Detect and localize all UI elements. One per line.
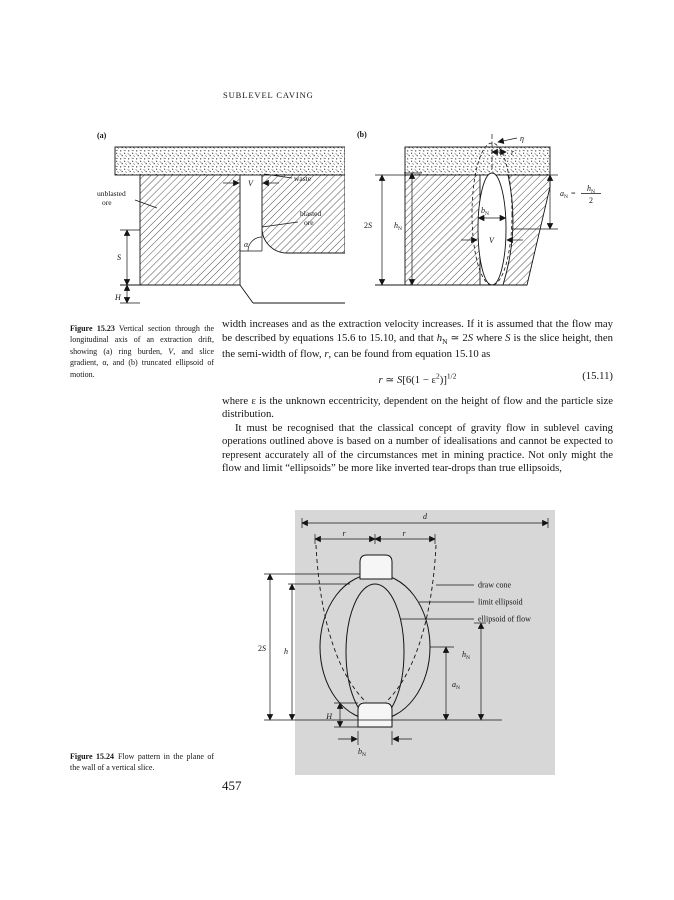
figure-panel-background — [295, 510, 555, 775]
equation-body: r ≃ S[6(1 − ε2)]1/2 — [378, 371, 457, 387]
var-r: r — [324, 348, 329, 361]
label-limit-ellipsoid: limit ellipsoid — [478, 598, 523, 607]
fraction-denominator: 2 — [589, 196, 593, 205]
draw-cone-left — [315, 544, 367, 703]
label-ellipsoid-of-flow: ellipsoid of flow — [478, 615, 531, 624]
dim-label-hN-c: hN — [462, 650, 470, 661]
var-S: S — [467, 331, 474, 344]
label-waste: waste — [294, 174, 312, 183]
panel-a-label: (a) — [97, 131, 107, 140]
ore-region-left — [404, 174, 481, 286]
eq-var-r: r — [378, 374, 383, 387]
draw-cone-right — [385, 544, 437, 703]
body-text-column: width increases and as the extraction ve… — [222, 318, 613, 476]
leader-lines-a — [134, 173, 299, 228]
page-number: 457 — [222, 778, 242, 793]
dim-label-h: h — [284, 647, 288, 656]
alpha-angle-mark — [240, 229, 263, 252]
paragraph-1-text: width increases and as the extraction ve… — [222, 318, 613, 344]
dim-label-r-right: r — [402, 529, 406, 538]
dim-label-2S-c: 2S — [258, 644, 266, 653]
angle-label-alpha: α — [244, 240, 249, 249]
dim-label-V-b: V — [489, 236, 495, 245]
figure-15-23-panel-b: (b) η r 2S hN bN V aN= hN 2 — [350, 125, 620, 320]
dimension-arrows-b — [375, 137, 558, 286]
label-draw-cone: draw cone — [478, 581, 512, 590]
upper-drift — [359, 554, 393, 580]
figure-15-23-caption-text-1: Vertical section through the longitudina… — [70, 324, 214, 356]
paragraph-flow-width: width increases and as the extraction ve… — [222, 318, 613, 362]
eq-bracket-open: [6(1 − ε — [402, 374, 437, 387]
figure-15-24-drawing: d r r draw cone limit ellipsoid ellipsoi… — [258, 510, 555, 775]
dim-label-hN: hN — [394, 221, 402, 232]
running-head: SUBLEVEL CAVING — [223, 90, 314, 100]
panel-b-drawing: (b) η r 2S hN bN V aN= hN 2 — [357, 130, 601, 286]
eq-bracket-close: )] — [439, 374, 447, 387]
equation-15-11: r ≃ S[6(1 − ε2)]1/2 (15.11) — [222, 370, 613, 388]
waste-region-b — [404, 146, 551, 176]
paragraph-idealisations: It must be recognised that the classical… — [222, 421, 613, 475]
paragraph-eccentricity: where ε is the unknown eccentricity, dep… — [222, 394, 613, 421]
eq-var-S: S — [397, 374, 403, 387]
extraction-drift — [357, 702, 393, 728]
var-S: S — [505, 331, 511, 344]
label-blasted: blasted — [300, 209, 321, 218]
eq-relation: ≃ — [382, 374, 397, 387]
dim-label-bN: bN — [481, 206, 489, 217]
figure-15-23-caption-text-2: , and slice gradient, α, and (b) truncat… — [70, 346, 214, 379]
label-blasted-ore: ore — [304, 218, 314, 227]
side-dimensions — [264, 573, 502, 745]
dim-label-aN: aN= — [560, 189, 576, 200]
dim-label-H: H — [114, 293, 122, 302]
dim-label-S: S — [117, 253, 121, 262]
fraction-numerator-hN: hN — [587, 184, 595, 195]
dim-label-r-left: r — [342, 529, 346, 538]
leader-lines-c — [401, 584, 474, 620]
figure-15-24-caption-label: Figure 15.24 — [70, 752, 114, 761]
dimension-arrows-a — [123, 179, 279, 304]
paragraph-1-text: where — [473, 331, 506, 344]
figure-15-24: d r r draw cone limit ellipsoid ellipsoi… — [240, 505, 560, 785]
waste-region — [114, 146, 346, 176]
figure-15-23-caption-label: Figure 15.23 — [70, 324, 115, 333]
panel-b-label: (b) — [357, 130, 367, 139]
eq-exponent-half: 1/2 — [446, 371, 457, 381]
figure-15-23-caption-V: V — [168, 346, 174, 356]
figure-15-24-caption-text: Flow pattern in the plane of the wall of… — [70, 752, 215, 773]
dim-label-d: d — [423, 512, 428, 521]
ore-region-right — [502, 174, 551, 286]
dim-label-2S: 2S — [364, 221, 372, 230]
label-unblasted: unblasted — [97, 189, 126, 198]
paragraph-1-text: ≃ 2 — [447, 331, 468, 344]
panel-a-drawing: (a) unblasted ore waste blasted ore S H … — [97, 131, 346, 304]
dim-label-r: r — [511, 148, 515, 157]
dim-label-H: H — [325, 712, 333, 721]
var-h: h — [436, 331, 443, 344]
eq-epsilon-squared: 2 — [436, 371, 440, 381]
paragraph-1-text: , can be found from equation 15.10 as — [328, 348, 491, 361]
truncated-ellipsoid-of-motion — [477, 172, 507, 286]
equation-number: (15.11) — [582, 369, 613, 382]
dim-label-eta: η — [520, 134, 524, 143]
dim-label-bN-c: bN — [358, 747, 366, 758]
var-h-sub: N — [442, 336, 448, 346]
dim-label-aN-c: aN — [452, 680, 460, 691]
figure-15-23-panel-a: (a) unblasted ore waste blasted ore S H … — [95, 125, 346, 320]
top-dimensions — [301, 518, 549, 544]
dim-label-V: V — [248, 179, 254, 188]
unblasted-ore-region — [139, 174, 241, 286]
label-unblasted-ore: ore — [102, 198, 112, 207]
paragraph-1-text: is the slice height, then the semi-width… — [222, 331, 613, 361]
